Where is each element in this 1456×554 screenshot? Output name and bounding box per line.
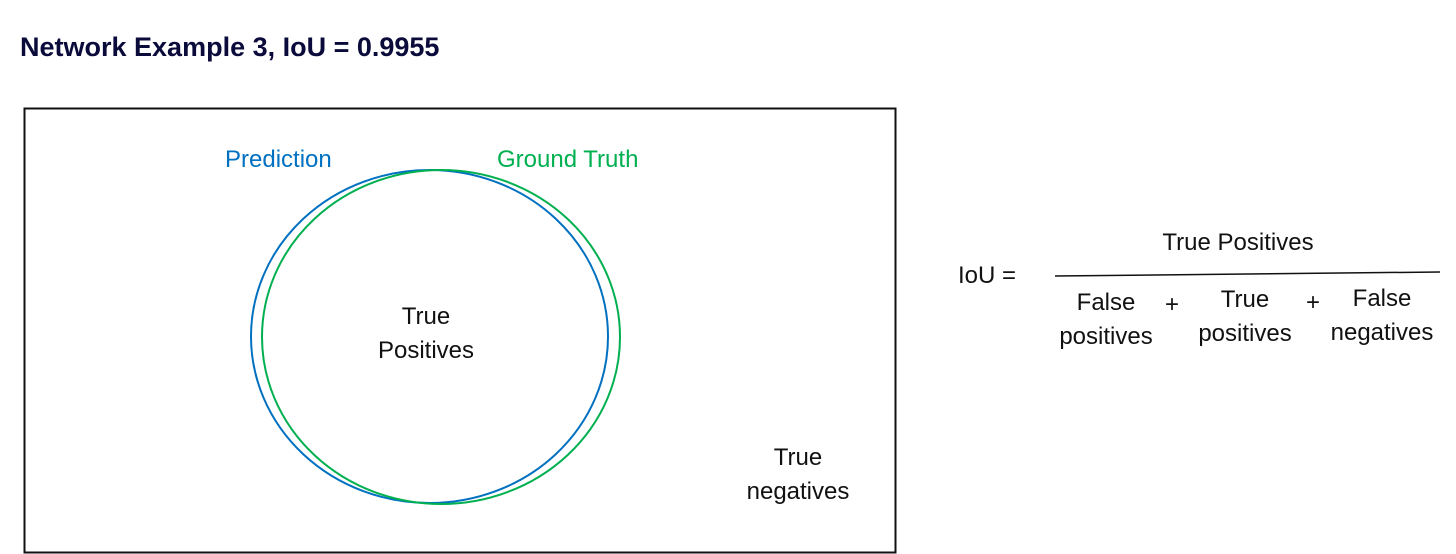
ground-truth-label: Ground Truth — [497, 146, 639, 173]
label-line: True — [773, 444, 823, 471]
label-line: True — [401, 303, 451, 330]
label-line: negatives — [746, 478, 850, 505]
term-line: negatives — [1330, 319, 1434, 346]
true-negatives-region-label: True negatives — [718, 441, 878, 509]
page-title: Network Example 3, IoU = 0.9955 — [20, 32, 440, 62]
term-line: False — [1352, 285, 1412, 312]
term-false-positives: False positives — [1046, 286, 1166, 354]
term-false-negatives: False negatives — [1322, 282, 1442, 350]
plus-operator: + — [1165, 291, 1180, 318]
true-positives-region-label: True Positives — [346, 300, 506, 368]
fraction-bar — [1054, 271, 1441, 277]
prediction-label: Prediction — [225, 146, 332, 173]
term-line: positives — [1059, 323, 1153, 350]
label-line: Positives — [377, 337, 475, 364]
iou-lhs: IoU = — [958, 262, 1017, 289]
ground-truth-ellipse — [261, 169, 621, 505]
numerator: True Positives — [1162, 229, 1314, 256]
term-true-positives: True positives — [1185, 283, 1305, 351]
plus-operator: + — [1306, 289, 1321, 316]
term-line: False — [1076, 289, 1136, 316]
term-line: True — [1220, 286, 1270, 313]
universe-box — [23, 107, 897, 554]
term-line: positives — [1198, 320, 1292, 347]
